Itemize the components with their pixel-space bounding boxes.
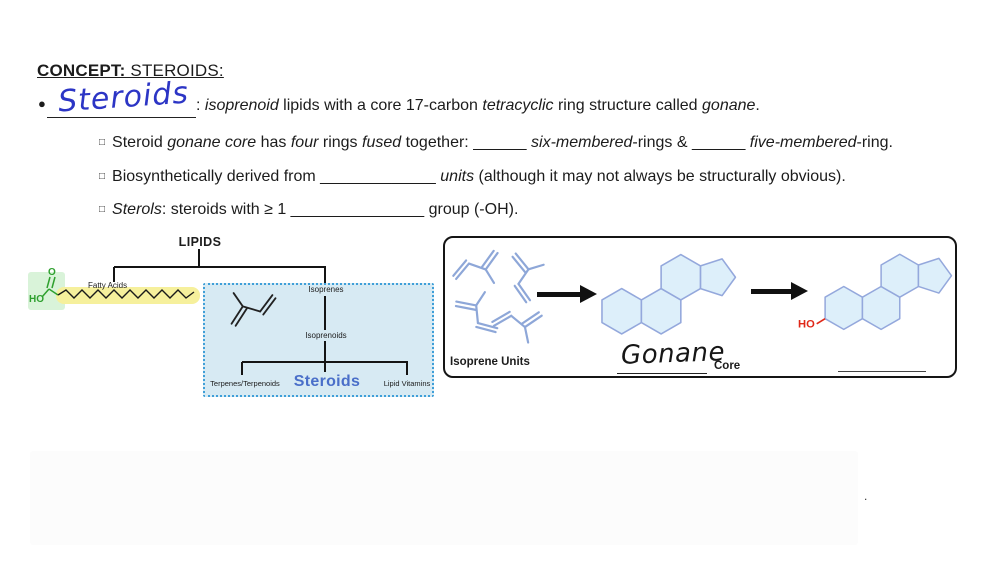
steroid-synthesis-box	[443, 236, 957, 378]
definition-colon: :	[196, 97, 205, 114]
handwritten-gonane: Gonane	[620, 337, 726, 371]
sub1-s4: four	[290, 134, 319, 151]
isoprene-unit-structure	[452, 249, 499, 285]
stray-period-mark: .	[864, 489, 868, 503]
isoprene-unit-structure	[491, 310, 543, 344]
sub2-s1: Biosynthetically derived from __________…	[112, 168, 441, 185]
definition-isoprenoid: isoprenoid	[204, 97, 279, 114]
isoprene-unit-structure	[454, 291, 499, 334]
tree-line	[241, 362, 243, 375]
isoprene-unit-structure	[511, 252, 545, 304]
tree-line	[113, 267, 115, 282]
sub1-s3: has	[256, 134, 291, 151]
sub1-s1: Steroid	[112, 134, 168, 151]
sub1-s5: rings	[318, 134, 362, 151]
sterol-blank-line	[838, 371, 926, 372]
tree-node-steroids: Steroids	[293, 373, 361, 390]
title-steroids: STEROIDS:	[125, 61, 224, 80]
tree-node-lipid-vitamins: Lipid Vitamins	[383, 379, 431, 388]
definition-mid1: lipids with a core 17-carbon	[278, 97, 483, 114]
tree-line	[114, 266, 326, 268]
sub3-sterols: Sterols	[112, 201, 162, 218]
isoprenoid-group-box	[203, 283, 434, 397]
sub2-s3: (although it may not always be structura…	[474, 168, 846, 185]
arrow-icon	[537, 292, 582, 297]
hydrocarbon-chain	[57, 289, 195, 299]
definition-end: .	[755, 97, 760, 114]
sub1-blank2: -rings & ______	[632, 134, 750, 151]
isoprene-structure	[230, 292, 277, 327]
fatty-acid-structure: O HO	[28, 267, 200, 310]
tree-node-fatty-acids: Fatty Acids	[88, 281, 128, 290]
tree-line	[242, 361, 408, 363]
tree-node-isoprenoids: Isoprenoids	[305, 331, 347, 340]
gonane-core-structure	[601, 253, 737, 335]
sub1-s2: gonane core	[167, 134, 257, 151]
sub1-s10: five-membered	[749, 134, 857, 151]
sterol-structure: HO	[798, 253, 953, 331]
oxygen-label: O	[48, 267, 56, 278]
tree-line	[324, 296, 326, 330]
definition-mid2: ring structure called	[553, 97, 703, 114]
definition-gonane: gonane	[702, 97, 756, 114]
tree-line	[324, 267, 326, 285]
gonane-blank-line	[617, 373, 707, 374]
fill-in-blank-line	[47, 117, 196, 118]
title-concept: CONCEPT:	[37, 61, 126, 80]
sub-bullet-biosynthesis: □ Biosynthetically derived from _________…	[99, 168, 846, 186]
tree-line	[198, 249, 200, 267]
hydroxyl-label: HO	[798, 319, 815, 331]
checkbox-icon: □	[99, 171, 106, 182]
arrow-icon	[751, 289, 793, 294]
faint-background-band	[30, 451, 858, 545]
definition-tetracyclic: tetracyclic	[482, 97, 554, 114]
sub1-s6: fused	[362, 134, 402, 151]
isoprene-units-label: Isoprene Units	[450, 356, 530, 368]
sub1-s8: six-membered	[531, 134, 633, 151]
tree-node-terpenes: Terpenes/Terpenoids	[210, 379, 280, 388]
arrow-icon	[791, 282, 808, 300]
sub2-units: units	[440, 168, 475, 185]
sub3-rest: : steroids with ≥ 1 _______________ grou…	[161, 201, 519, 218]
sub1-blank1: together: ______	[401, 134, 532, 151]
core-label: Core	[714, 360, 741, 372]
tree-line	[324, 341, 326, 372]
tree-node-isoprenes: Isoprenes	[308, 285, 344, 294]
sub-bullet-sterols: □ Sterols: steroids with ≥ 1 ____________…	[99, 201, 518, 219]
tree-root-lipids: LIPIDS	[178, 235, 222, 249]
page-title: CONCEPT: STEROIDS:	[37, 61, 224, 81]
definition-text: : isoprenoid lipids with a core 17-carbo…	[196, 97, 760, 115]
tree-line	[406, 362, 408, 375]
hydroxyl-label: HO	[29, 294, 44, 305]
sub-bullet-rings: □ Steroid gonane core has four rings fuse…	[99, 134, 893, 152]
sub1-s11: -ring.	[856, 134, 893, 151]
arrow-icon	[580, 285, 597, 303]
checkbox-icon: □	[99, 204, 106, 215]
bullet-icon: ●	[38, 96, 46, 111]
checkbox-icon: □	[99, 137, 106, 148]
handwritten-steroids: Steroids	[56, 75, 191, 120]
